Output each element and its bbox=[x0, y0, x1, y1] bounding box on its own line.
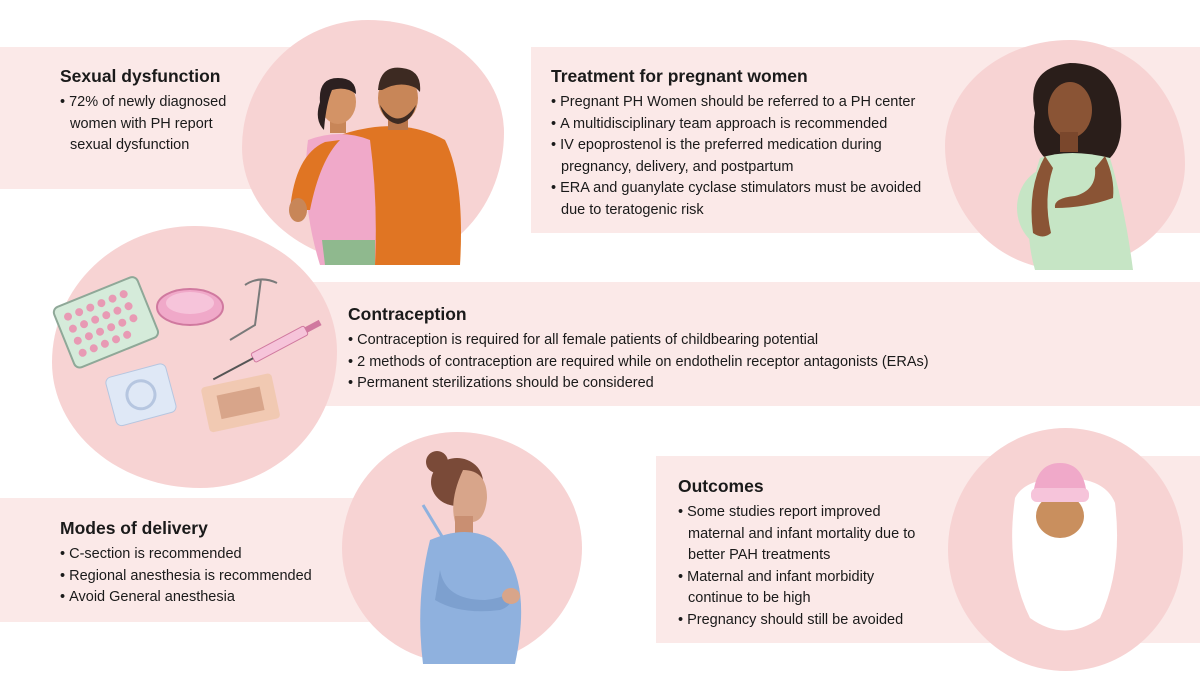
treatment-pregnant-title: Treatment for pregnant women bbox=[551, 66, 808, 86]
list-item: 2 methods of contraception are required … bbox=[348, 352, 968, 374]
outcomes-card: Outcomes Some studies report improved ma… bbox=[678, 475, 918, 631]
sexual-dysfunction-title: Sexual dysfunction bbox=[60, 66, 221, 86]
list-item: Permanent sterilizations should be consi… bbox=[348, 373, 968, 395]
list-item: Regional anesthesia is recommended bbox=[60, 566, 360, 588]
outcomes-title: Outcomes bbox=[678, 476, 764, 496]
contraception-title: Contraception bbox=[348, 304, 467, 324]
list-item: ERA and guanylate cyclase stimulators mu… bbox=[551, 178, 943, 221]
couple-illustration bbox=[289, 67, 461, 265]
list-item: IV epoprostenol is the preferred medicat… bbox=[551, 135, 943, 178]
modes-of-delivery-title: Modes of delivery bbox=[60, 518, 208, 538]
pregnant-woman-illustration bbox=[1017, 63, 1133, 270]
contraception-card: Contraception Contraception is required … bbox=[348, 303, 968, 395]
list-item: A multidisciplinary team approach is rec… bbox=[551, 114, 943, 136]
list-item: Maternal and infant morbidity continue t… bbox=[678, 567, 918, 610]
list-item: C-section is recommended bbox=[60, 544, 360, 566]
treatment-pregnant-list: Pregnant PH Women should be referred to … bbox=[551, 92, 943, 221]
treatment-pregnant-card: Treatment for pregnant women Pregnant PH… bbox=[551, 65, 943, 221]
modes-of-delivery-card: Modes of delivery C-section is recommend… bbox=[60, 517, 360, 609]
list-item: 72% of newly diagnosed women with PH rep… bbox=[60, 92, 235, 157]
list-item: Avoid General anesthesia bbox=[60, 587, 360, 609]
contraceptives-illustration bbox=[52, 276, 322, 433]
list-item: Contraception is required for all female… bbox=[348, 330, 968, 352]
list-item: Pregnancy should still be avoided bbox=[678, 610, 918, 632]
sexual-dysfunction-list: 72% of newly diagnosed women with PH rep… bbox=[60, 92, 235, 157]
swaddled-infant-illustration bbox=[1012, 463, 1118, 631]
outcomes-list: Some studies report improved maternal an… bbox=[678, 502, 918, 631]
contraception-list: Contraception is required for all female… bbox=[348, 330, 968, 395]
modes-of-delivery-list: C-section is recommended Regional anesth… bbox=[60, 544, 360, 609]
list-item: Pregnant PH Women should be referred to … bbox=[551, 92, 943, 114]
patient-gown-illustration bbox=[420, 451, 522, 664]
sexual-dysfunction-card: Sexual dysfunction 72% of newly diagnose… bbox=[60, 65, 235, 157]
list-item: Some studies report improved maternal an… bbox=[678, 502, 918, 567]
